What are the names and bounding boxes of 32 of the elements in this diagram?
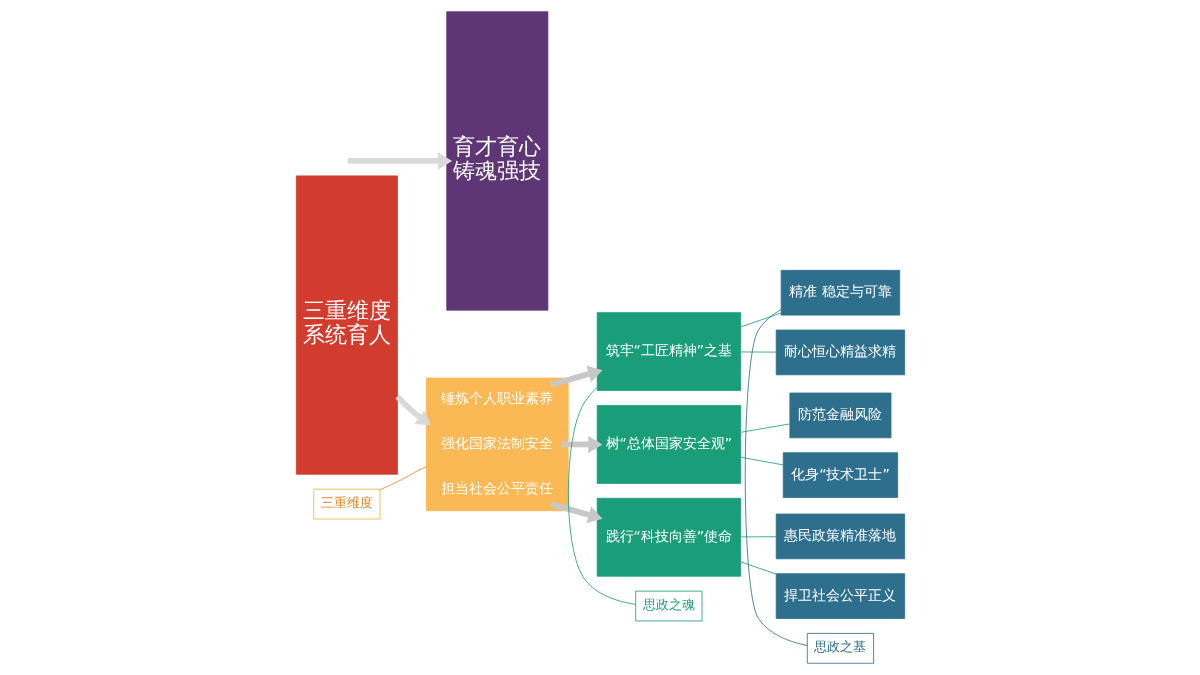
arrow — [347, 152, 452, 170]
connector — [739, 456, 783, 466]
arrow — [394, 394, 431, 426]
node-text: 锤炼个人职业素养 — [440, 390, 553, 407]
connector — [739, 312, 781, 328]
node-box: 践行“科技向善”使命 — [596, 497, 741, 577]
node-box: 育才育心 铸魂强技 — [445, 11, 548, 311]
arrow — [549, 365, 602, 388]
node-box: 树“总体国家安全观” — [596, 405, 741, 484]
node-box: 耐心恒心精益求精 — [775, 329, 905, 376]
node-box: 精准 稳定与可靠 — [780, 269, 900, 316]
node-box: 思政之魂 — [634, 590, 702, 622]
node-box: 化身“技术卫士” — [782, 452, 898, 498]
node-box: 惠民政策精准落地 — [775, 513, 905, 560]
node-box: 思政之基 — [806, 633, 874, 664]
connector — [567, 387, 636, 605]
connector — [739, 561, 777, 575]
node-box: 筑牢“工匠精神”之基 — [596, 312, 741, 391]
node-text: 强化国家法制安全 — [440, 434, 553, 451]
arrow — [561, 435, 602, 454]
arrow — [549, 501, 602, 524]
connector — [739, 351, 777, 353]
node-box: 防范金融风险 — [788, 392, 891, 439]
node-box: 捍卫社会公平正义 — [775, 573, 905, 619]
connector — [739, 423, 790, 433]
node-text: 担当社会公平责任 — [440, 479, 553, 496]
connector — [379, 466, 427, 491]
node-box: 三重维度 — [312, 488, 380, 520]
connector — [739, 536, 777, 538]
cluster — [425, 377, 569, 512]
node-box: 三重维度 系统育人 — [295, 175, 398, 475]
connector — [744, 309, 808, 646]
